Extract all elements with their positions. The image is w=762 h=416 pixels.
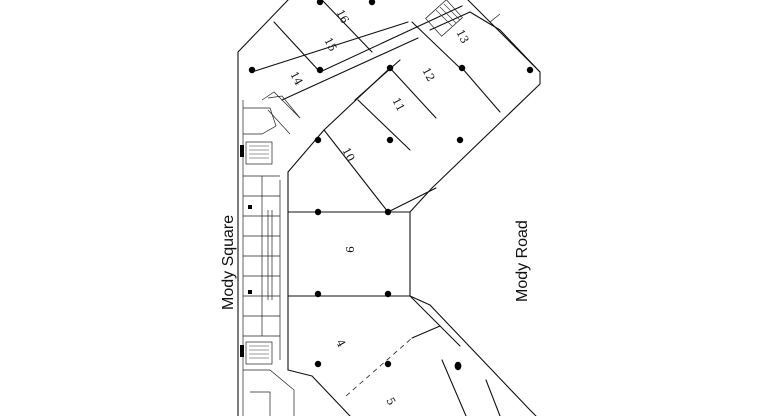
unit-label-16: 16 bbox=[333, 7, 351, 25]
upper-wing-walls bbox=[251, 0, 541, 213]
central-block-walls bbox=[279, 129, 501, 416]
unit-label-13: 13 bbox=[453, 27, 471, 45]
street-label-mody-square: Mody Square bbox=[220, 215, 237, 310]
facade-shops bbox=[240, 95, 301, 416]
stair-upper-right bbox=[425, 0, 463, 37]
unit-label-14: 14 bbox=[287, 69, 305, 87]
unit-label-5: 5 bbox=[383, 395, 398, 407]
unit-labels: 16 15 14 13 12 11 10 9 4 5 bbox=[287, 7, 471, 407]
columns bbox=[248, 0, 534, 371]
street-label-mody-road: Mody Road bbox=[514, 220, 531, 302]
unit-label-9: 9 bbox=[343, 246, 356, 253]
unit-label-12: 12 bbox=[419, 65, 437, 83]
unit-label-11: 11 bbox=[389, 95, 407, 113]
unit-label-10: 10 bbox=[339, 145, 357, 163]
unit-label-15: 15 bbox=[321, 35, 339, 53]
unit-label-4: 4 bbox=[333, 337, 348, 349]
